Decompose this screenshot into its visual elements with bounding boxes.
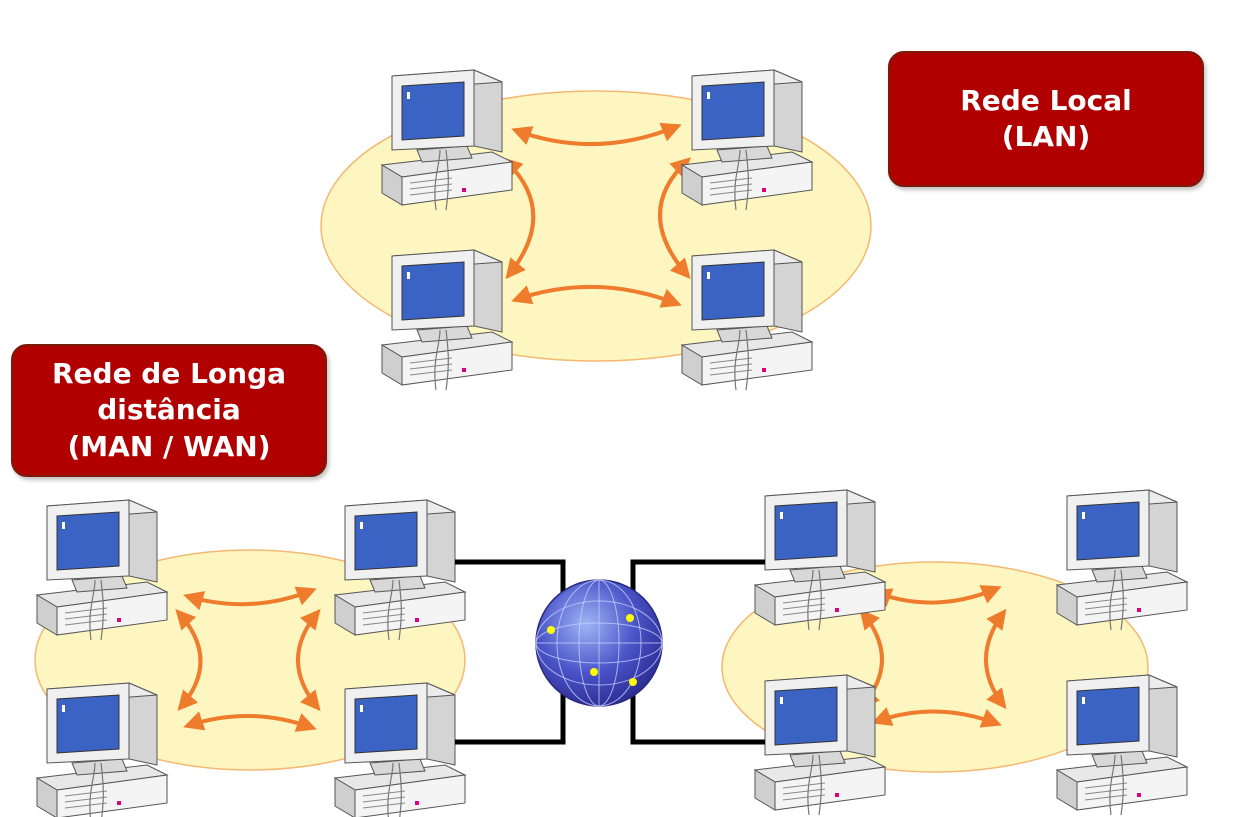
lan-label-line2: (LAN) (1001, 120, 1091, 153)
computer-icon (1056, 674, 1188, 816)
computer-icon (334, 499, 466, 641)
lan-label-box: Rede Local (LAN) (888, 51, 1204, 187)
lan-arrow-bottom (511, 285, 682, 308)
wan-right-network (721, 489, 1188, 816)
wan-label-line3: (MAN / WAN) (67, 429, 271, 463)
wan-label-line1: Rede de Longa (51, 356, 287, 390)
wan-left-arrow-bottom (183, 711, 317, 732)
lan-arrow-top (511, 122, 682, 146)
wan-right-arrow-right (984, 608, 1007, 710)
wan-left-arrow-right (296, 608, 321, 712)
wan-left-network (34, 499, 466, 817)
computer-icon (1056, 489, 1188, 631)
wan-left-arrow-top (183, 586, 317, 611)
computer-icon (754, 674, 886, 816)
computer-icon (681, 69, 813, 211)
lan-arrow-left (502, 157, 536, 280)
computer-icon (36, 682, 168, 817)
computer-icon (381, 249, 513, 391)
computer-icon (36, 499, 168, 641)
wan-right-arrow-top (871, 585, 1002, 608)
wan-left-arrow-left (175, 609, 203, 712)
lan-label-line1: Rede Local (960, 83, 1132, 117)
computer-icon (381, 69, 513, 211)
lan-network (320, 69, 872, 391)
wan-label-line2: distância (97, 393, 241, 427)
lan-arrow-right (658, 157, 691, 280)
globe-icon (535, 579, 663, 707)
computer-icon (754, 489, 886, 631)
computer-icon (681, 249, 813, 391)
computer-icon (334, 682, 466, 817)
wan-right-arrow-bottom (871, 707, 1002, 728)
wan-label-box: Rede de Longa distância (MAN / WAN) (11, 344, 327, 477)
